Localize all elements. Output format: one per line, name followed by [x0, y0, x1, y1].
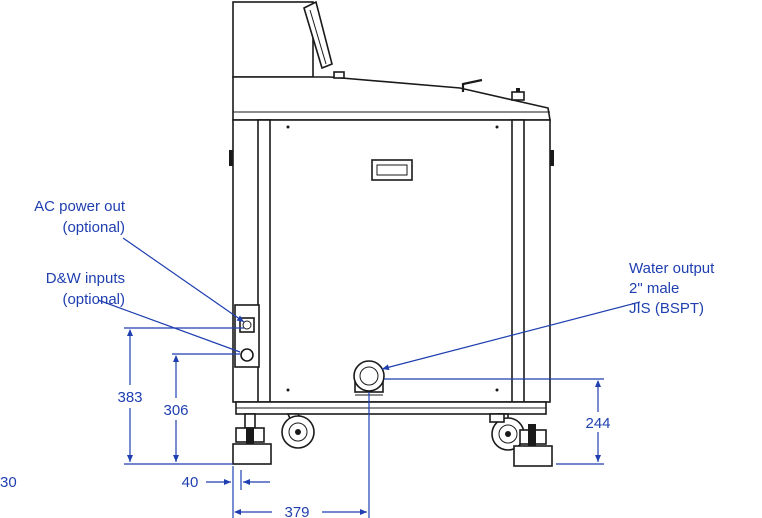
dw-inputs-label-line1: D&W inputs — [46, 270, 125, 287]
top-control-box — [232, 1, 314, 78]
ac-power-leader — [122, 237, 245, 323]
dim-383-value: 383 — [117, 389, 142, 406]
left-caster — [232, 413, 315, 465]
machine-outline — [229, 0, 554, 467]
dim-306-value: 306 — [163, 402, 188, 419]
ac-power-label-line1: AC power out — [34, 198, 126, 215]
leader-lines — [97, 237, 641, 371]
frame-post-right — [511, 119, 525, 403]
water-output-leader — [381, 301, 641, 371]
callout-labels: AC power out (optional) D&W inputs (opti… — [34, 198, 715, 317]
right-leveling-foot — [513, 445, 553, 467]
side-handle-left — [229, 150, 233, 166]
dw-input-port — [240, 348, 254, 362]
dw-inputs-label-line2: (optional) — [62, 291, 125, 308]
dimension-values: 383 306 244 30 40 379 — [0, 389, 611, 518]
ac-power-label-line2: (optional) — [62, 219, 125, 236]
open-lid — [303, 0, 333, 70]
dimension-lines — [127, 329, 601, 515]
top-cap — [511, 91, 525, 101]
nameplate — [371, 159, 413, 181]
water-output-label-line1: Water output — [629, 260, 715, 277]
extension-lines — [124, 327, 604, 518]
water-outlet-pipe — [353, 360, 385, 392]
dim-40-value: 40 — [182, 474, 199, 491]
dim-244-value: 244 — [585, 415, 610, 432]
dim-30-value: 30 — [0, 474, 17, 491]
dim-379-value: 379 — [284, 504, 309, 518]
left-leveling-foot — [232, 443, 272, 465]
right-caster — [489, 413, 553, 467]
side-handle-right — [550, 150, 554, 166]
dw-inputs-leader — [97, 299, 241, 353]
water-output-label-line3: JIS (BSPT) — [629, 300, 704, 317]
water-output-label-line2: 2" male — [629, 280, 679, 297]
top-handle — [461, 78, 483, 92]
sloped-top-panel — [232, 76, 551, 121]
